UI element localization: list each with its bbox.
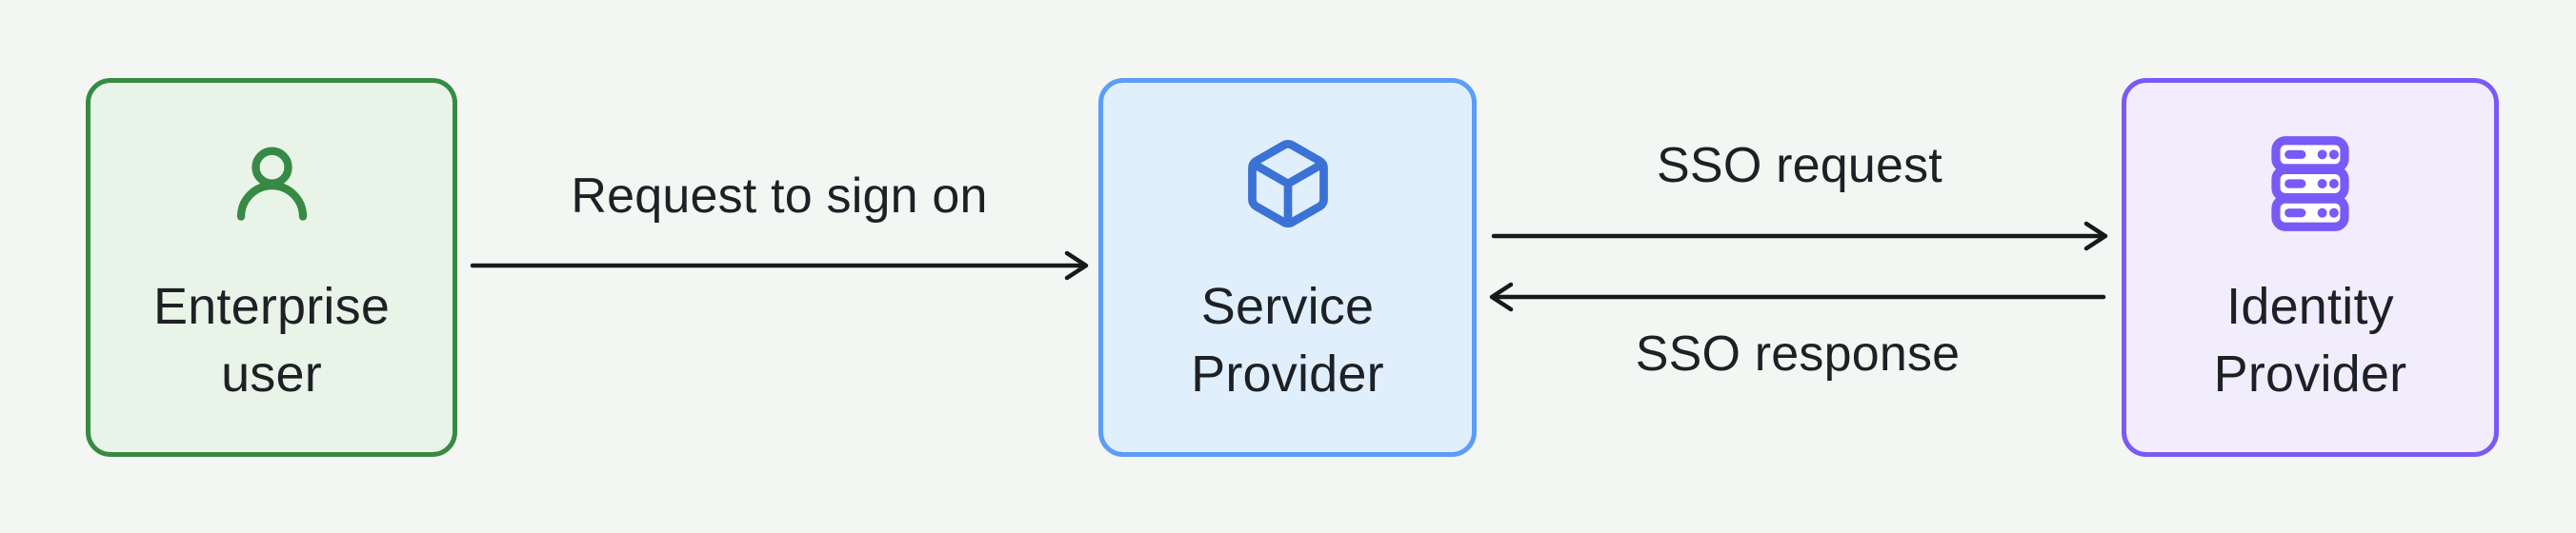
node-label-line1: Service	[1200, 278, 1375, 335]
node-label-enterprise-user: Enterprise user	[153, 273, 390, 408]
node-label-identity-provider: Identity Provider	[2214, 273, 2407, 408]
user-icon-wrap	[227, 138, 317, 229]
node-label-line2: Provider	[2213, 345, 2407, 403]
edge-label-sso-request: SSO request	[1657, 138, 1942, 193]
arrow-sso-response	[1489, 282, 2106, 312]
node-service-provider: Service Provider	[1098, 78, 1477, 457]
node-label-line2: user	[221, 345, 322, 403]
node-enterprise-user: Enterprise user	[86, 78, 457, 457]
cube-icon	[1247, 140, 1328, 228]
cube-icon-wrap	[1240, 138, 1336, 229]
node-identity-provider: Identity Provider	[2122, 78, 2499, 457]
user-icon	[236, 147, 307, 221]
node-label-line1: Identity	[2226, 278, 2394, 335]
edge-label-sso-response: SSO response	[1635, 326, 1961, 382]
edge-label-request-to-sign-on: Request to sign on	[571, 168, 988, 224]
node-label-line1: Enterprise	[152, 278, 391, 335]
arrow-sso-request	[1491, 221, 2108, 251]
node-label-line2: Provider	[1191, 345, 1384, 403]
server-icon	[2271, 136, 2349, 231]
server-icon-wrap	[2266, 136, 2354, 231]
arrow-request-to-sign-on	[470, 250, 1089, 281]
node-label-service-provider: Service Provider	[1191, 273, 1384, 408]
